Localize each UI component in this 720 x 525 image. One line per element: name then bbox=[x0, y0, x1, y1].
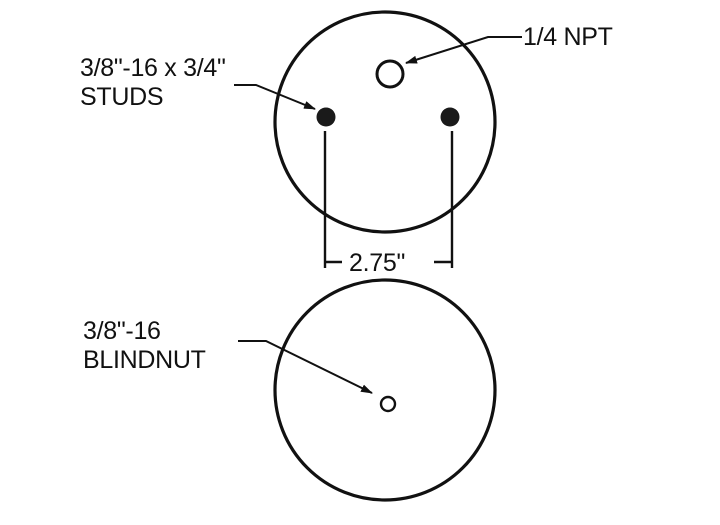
studs-label-line1: 3/8"-16 x 3/4" bbox=[80, 54, 226, 82]
blindnut-label-line2: BLINDNUT bbox=[83, 346, 206, 374]
top-plate-outline bbox=[273, 10, 497, 234]
bottom-plate-outline bbox=[273, 278, 497, 502]
stud-spacing-dimension bbox=[323, 131, 454, 268]
blindnut-leader-arrow bbox=[238, 340, 373, 394]
studs-label-line2: STUDS bbox=[80, 83, 164, 111]
blindnut-hole bbox=[379, 395, 397, 413]
bottom-plate bbox=[238, 278, 497, 502]
npt-leader-arrow bbox=[405, 36, 522, 64]
stud-left bbox=[316, 107, 336, 127]
stud-right bbox=[440, 107, 460, 127]
npt-port-label: 1/4 NPT bbox=[523, 23, 613, 51]
npt-port-hole bbox=[375, 59, 405, 89]
blindnut-label-line1: 3/8"-16 bbox=[83, 317, 161, 345]
dimension-label: 2.75" bbox=[349, 249, 406, 277]
studs-leader-arrow bbox=[234, 84, 316, 110]
top-plate bbox=[234, 10, 522, 234]
